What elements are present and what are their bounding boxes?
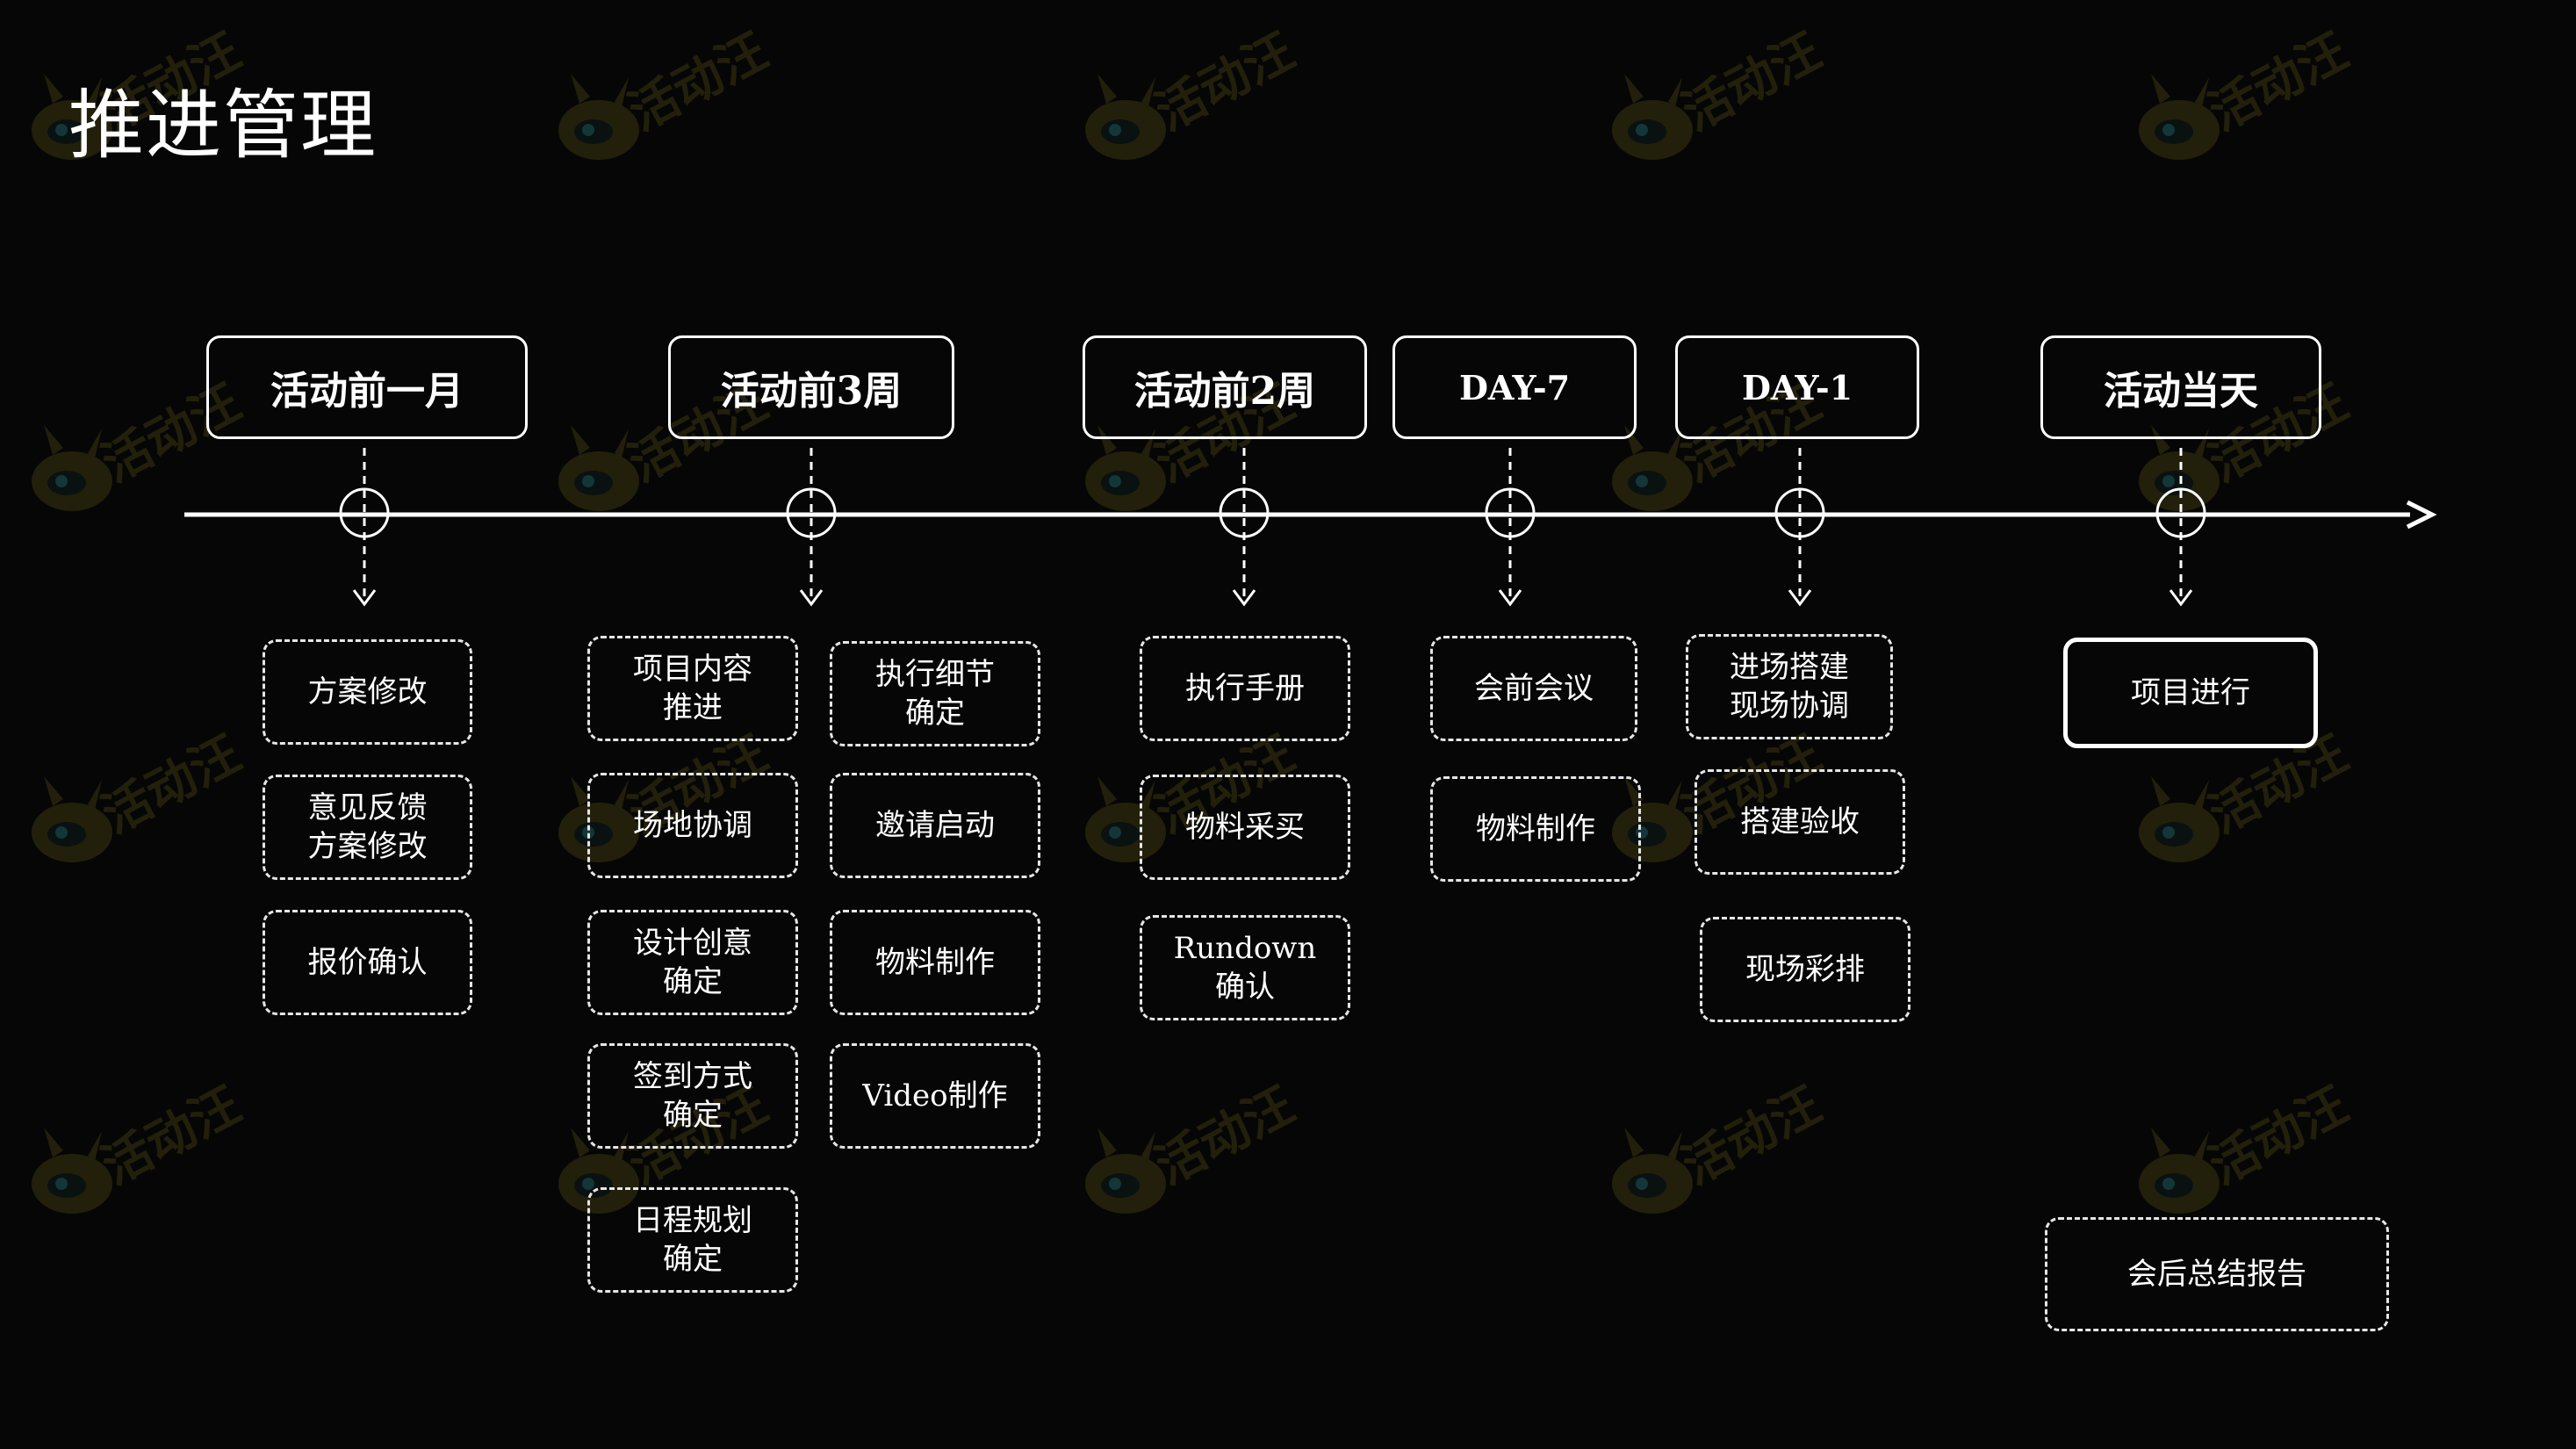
down-arrow-icon	[1232, 589, 1256, 607]
phase-header-month: 活动前一月	[206, 335, 528, 439]
down-arrow-icon	[1788, 589, 1812, 607]
task-box: 日程规划 确定	[587, 1187, 798, 1293]
task-box: 会后总结报告	[2045, 1217, 2389, 1331]
phase-header-3weeks: 活动前3周	[668, 335, 954, 439]
task-box: 方案修改	[263, 639, 472, 745]
task-box: 项目内容 推进	[587, 636, 798, 741]
task-box: 邀请启动	[830, 773, 1040, 878]
task-box: 执行手册	[1140, 636, 1350, 741]
task-box: 进场搭建 现场协调	[1686, 634, 1893, 739]
phase-header-day-7: DAY-7	[1392, 335, 1637, 439]
down-arrow-icon	[2169, 589, 2193, 607]
phase-header-day-1: DAY-1	[1675, 335, 1919, 439]
task-box: 物料制作	[1430, 776, 1641, 882]
task-box: 执行细节 确定	[830, 641, 1040, 746]
phase-header-event-day: 活动当天	[2040, 335, 2321, 439]
task-box-active: 项目进行	[2063, 638, 2318, 748]
task-box: 会前会议	[1430, 636, 1637, 741]
task-box: 签到方式 确定	[587, 1043, 798, 1149]
task-box: 设计创意 确定	[587, 910, 798, 1015]
task-box: Rundown 确认	[1140, 915, 1350, 1020]
down-arrow-icon	[352, 589, 377, 607]
task-box: 物料采买	[1140, 775, 1350, 880]
timeline-arrowhead	[2406, 500, 2437, 530]
task-box: 意见反馈 方案修改	[263, 775, 472, 880]
phase-header-2weeks: 活动前2周	[1083, 335, 1367, 439]
down-arrow-icon	[1498, 589, 1522, 607]
task-box: 现场彩排	[1700, 917, 1910, 1022]
task-box: 报价确认	[263, 910, 472, 1015]
task-box: Video制作	[830, 1043, 1040, 1149]
task-box: 场地协调	[587, 773, 798, 878]
down-arrow-icon	[799, 589, 824, 607]
task-box: 搭建验收	[1695, 769, 1905, 875]
task-box: 物料制作	[830, 910, 1040, 1015]
page-title: 推进管理	[68, 82, 378, 169]
